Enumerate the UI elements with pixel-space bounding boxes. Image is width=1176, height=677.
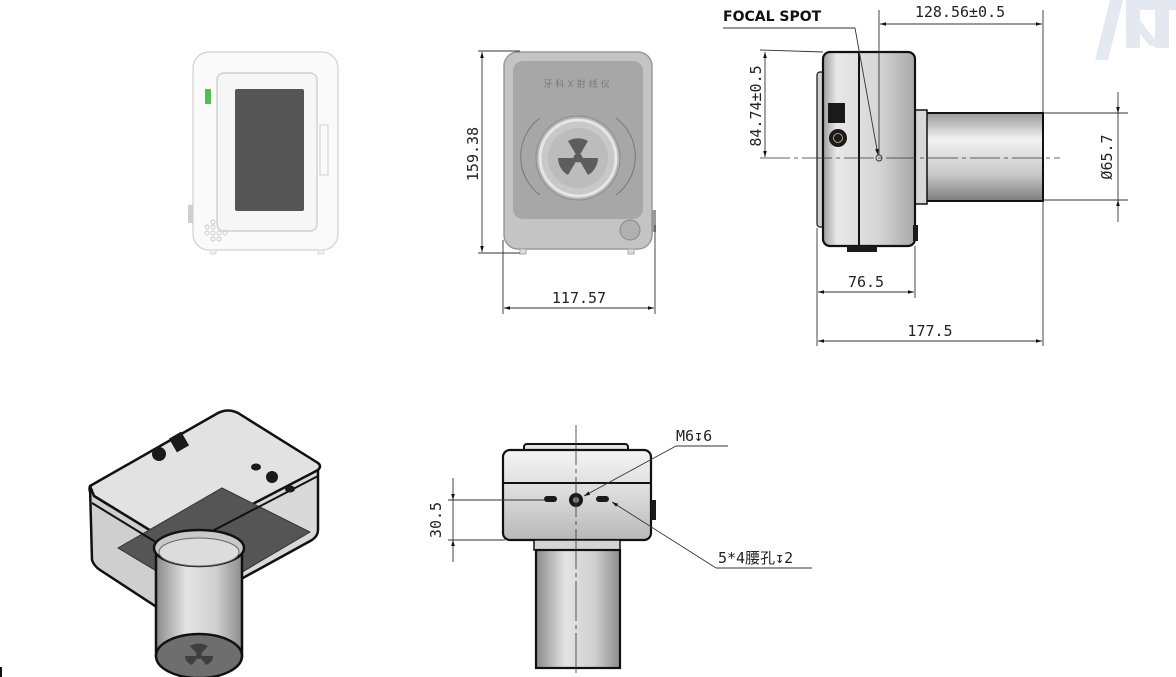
cone-collar <box>914 109 928 205</box>
foot <box>519 248 527 255</box>
dim-focal-to-end-label: 128.56±0.5 <box>915 3 1005 21</box>
bottom-foot <box>847 246 877 252</box>
focal-spot-label: FOCAL SPOT <box>723 9 822 25</box>
thread-hole <box>266 471 278 483</box>
dim-body-depth-label: 76.5 <box>848 273 884 291</box>
dim-diameter-label: Ø65.7 <box>1098 134 1116 179</box>
foot <box>209 249 217 255</box>
x-ray-cone <box>912 112 1044 202</box>
cone-top-rim <box>158 537 240 567</box>
cone-collar <box>533 539 621 551</box>
device-label-cn: 牙科X射线仪 <box>543 78 612 90</box>
status-indicator-green <box>205 89 211 104</box>
rotation-arc-left <box>520 117 541 196</box>
dim-focal-height-label: 84.74±0.5 <box>747 65 765 146</box>
display-screen <box>235 89 304 211</box>
rear-side-button <box>652 210 656 232</box>
thread-hole-leader <box>583 445 677 497</box>
foot <box>317 249 325 255</box>
speaker-grille <box>204 219 228 242</box>
side-latch <box>913 225 918 241</box>
watermark-stroke <box>1095 0 1123 60</box>
side-handle <box>319 124 329 176</box>
bottom-view: 30.5 M6↧6 5*4腰孔↧2 <box>427 425 812 677</box>
side-latch <box>651 500 656 520</box>
rear-knob <box>619 219 641 241</box>
dim-overall-length-label: 177.5 <box>907 322 952 340</box>
isometric-view <box>88 409 322 677</box>
side-button <box>188 205 193 223</box>
power-port <box>828 103 845 123</box>
page-edge-mark <box>0 667 2 677</box>
watermark-stroke <box>1132 18 1160 46</box>
radiation-icon <box>558 138 598 175</box>
foot <box>627 248 635 255</box>
slot-hole-left <box>544 496 557 502</box>
rotation-arc-right <box>615 117 636 196</box>
watermark <box>1095 0 1176 60</box>
connector-ring <box>833 133 843 143</box>
rear-view: 牙科X射线仪 159.38 117.57 <box>464 50 656 314</box>
slot-hole-callout: 5*4腰孔↧2 <box>718 549 793 567</box>
dim-width-label: 117.57 <box>552 289 606 307</box>
side-body <box>821 50 917 248</box>
focal-spot-leader <box>854 27 879 156</box>
dim-height-label: 159.38 <box>464 127 482 181</box>
slot-hole-leader <box>611 501 717 569</box>
watermark-stroke <box>1126 0 1176 10</box>
radiation-icon <box>184 643 214 665</box>
thread-hole-callout: M6↧6 <box>676 427 712 445</box>
watermark-stroke <box>1155 0 1169 48</box>
slot-hole <box>251 463 261 471</box>
connector-port <box>152 447 166 461</box>
side-view: FOCAL SPOT 128.56±0.5 84.74±0.5 Ø65.7 76… <box>723 3 1128 346</box>
slot-hole <box>285 485 295 493</box>
connector-port <box>829 129 847 147</box>
x-ray-cone <box>534 548 622 670</box>
extension-line <box>759 49 824 53</box>
dim-hole-height-label: 30.5 <box>427 502 445 538</box>
slot-hole-right <box>596 496 609 502</box>
power-port <box>168 431 190 453</box>
front-perspective-view <box>188 51 339 255</box>
